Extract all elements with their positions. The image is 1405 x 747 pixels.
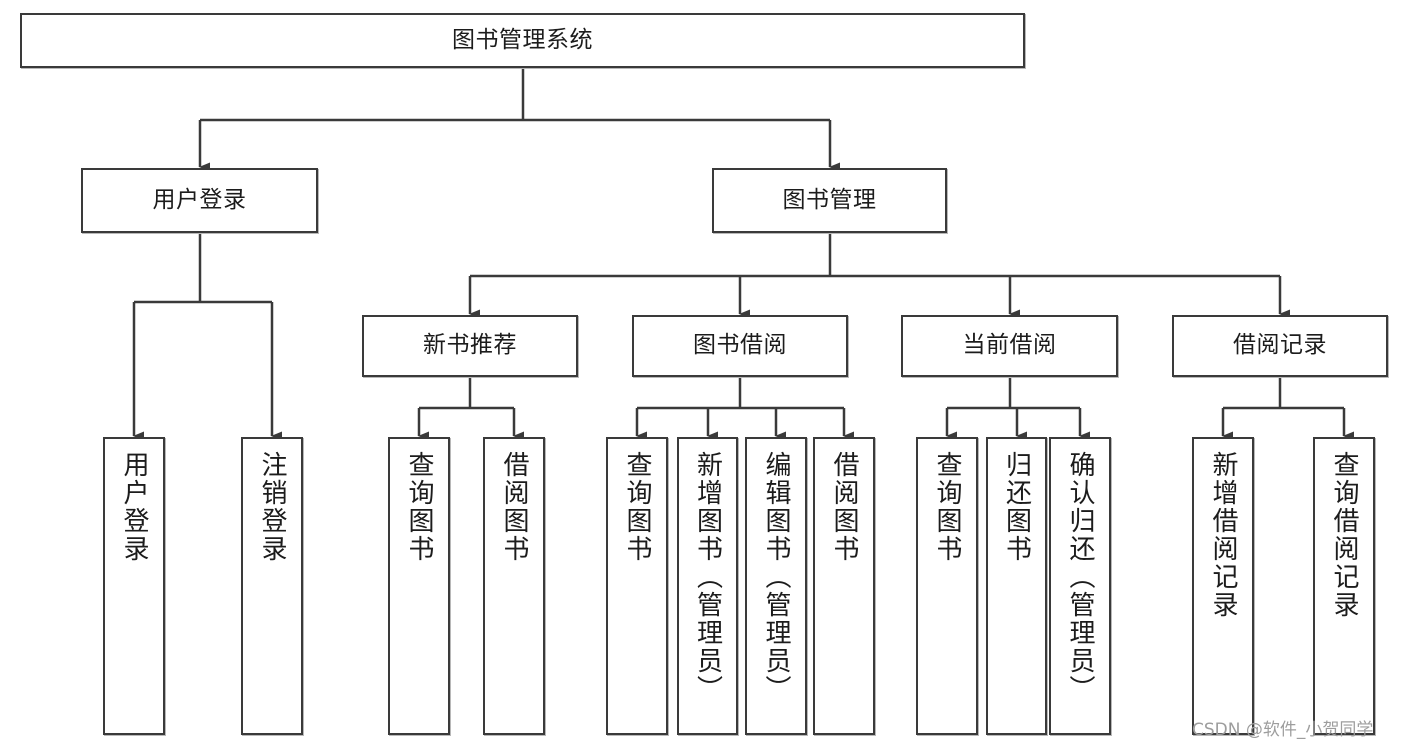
node-leaf_query_book_1[interactable]: 查询图书 xyxy=(388,437,450,735)
node-label: 用户登录 xyxy=(152,186,247,213)
node-book_borrow[interactable]: 图书借阅 xyxy=(632,315,848,377)
node-label: 编辑图书（管理员） xyxy=(761,451,791,703)
node-leaf_logout[interactable]: 注销登录 xyxy=(241,437,303,735)
node-label: 用户登录 xyxy=(119,451,149,563)
node-leaf_confirm_return[interactable]: 确认归还（管理员） xyxy=(1049,437,1111,735)
node-label: 借阅图书 xyxy=(499,451,529,563)
node-label: 注销登录 xyxy=(257,451,287,563)
node-user_login[interactable]: 用户登录 xyxy=(81,168,318,233)
node-leaf_return_book[interactable]: 归还图书 xyxy=(986,437,1047,735)
node-label: 借阅图书 xyxy=(829,451,859,563)
node-label: 新增借阅记录 xyxy=(1208,451,1238,619)
node-leaf_query_book_3[interactable]: 查询图书 xyxy=(916,437,978,735)
node-label: 新书推荐 xyxy=(423,332,517,359)
node-label: 确认归还（管理员） xyxy=(1065,451,1095,703)
node-label: 新增图书（管理员） xyxy=(692,451,723,703)
node-leaf_user_login[interactable]: 用户登录 xyxy=(103,437,165,735)
node-leaf_borrow_book_1[interactable]: 借阅图书 xyxy=(483,437,545,735)
node-label: 当前借阅 xyxy=(962,332,1057,359)
node-leaf_query_book_2[interactable]: 查询图书 xyxy=(606,437,668,735)
node-label: 查询借阅记录 xyxy=(1329,451,1359,619)
node-current_borrow[interactable]: 当前借阅 xyxy=(901,315,1118,377)
node-label: 查询图书 xyxy=(932,451,962,563)
node-label: 图书借阅 xyxy=(693,332,787,359)
node-leaf_borrow_book_2[interactable]: 借阅图书 xyxy=(813,437,875,735)
node-book_mgmt[interactable]: 图书管理 xyxy=(712,168,947,233)
node-label: 查询图书 xyxy=(404,451,434,563)
node-leaf_edit_book[interactable]: 编辑图书（管理员） xyxy=(745,437,807,735)
node-root[interactable]: 图书管理系统 xyxy=(20,13,1025,68)
node-borrow_record[interactable]: 借阅记录 xyxy=(1172,315,1388,377)
node-label: 借阅记录 xyxy=(1233,332,1327,359)
watermark-text: CSDN @软件_小贺同学 xyxy=(1192,720,1374,740)
node-label: 图书管理 xyxy=(782,186,877,213)
node-label: 图书管理系统 xyxy=(452,26,593,53)
node-leaf_add_record[interactable]: 新增借阅记录 xyxy=(1192,437,1254,735)
node-leaf_add_book[interactable]: 新增图书（管理员） xyxy=(677,437,738,735)
node-label: 查询图书 xyxy=(622,451,652,563)
node-new_book_rec[interactable]: 新书推荐 xyxy=(362,315,578,377)
node-label: 归还图书 xyxy=(1001,451,1032,563)
node-leaf_query_record[interactable]: 查询借阅记录 xyxy=(1313,437,1375,735)
